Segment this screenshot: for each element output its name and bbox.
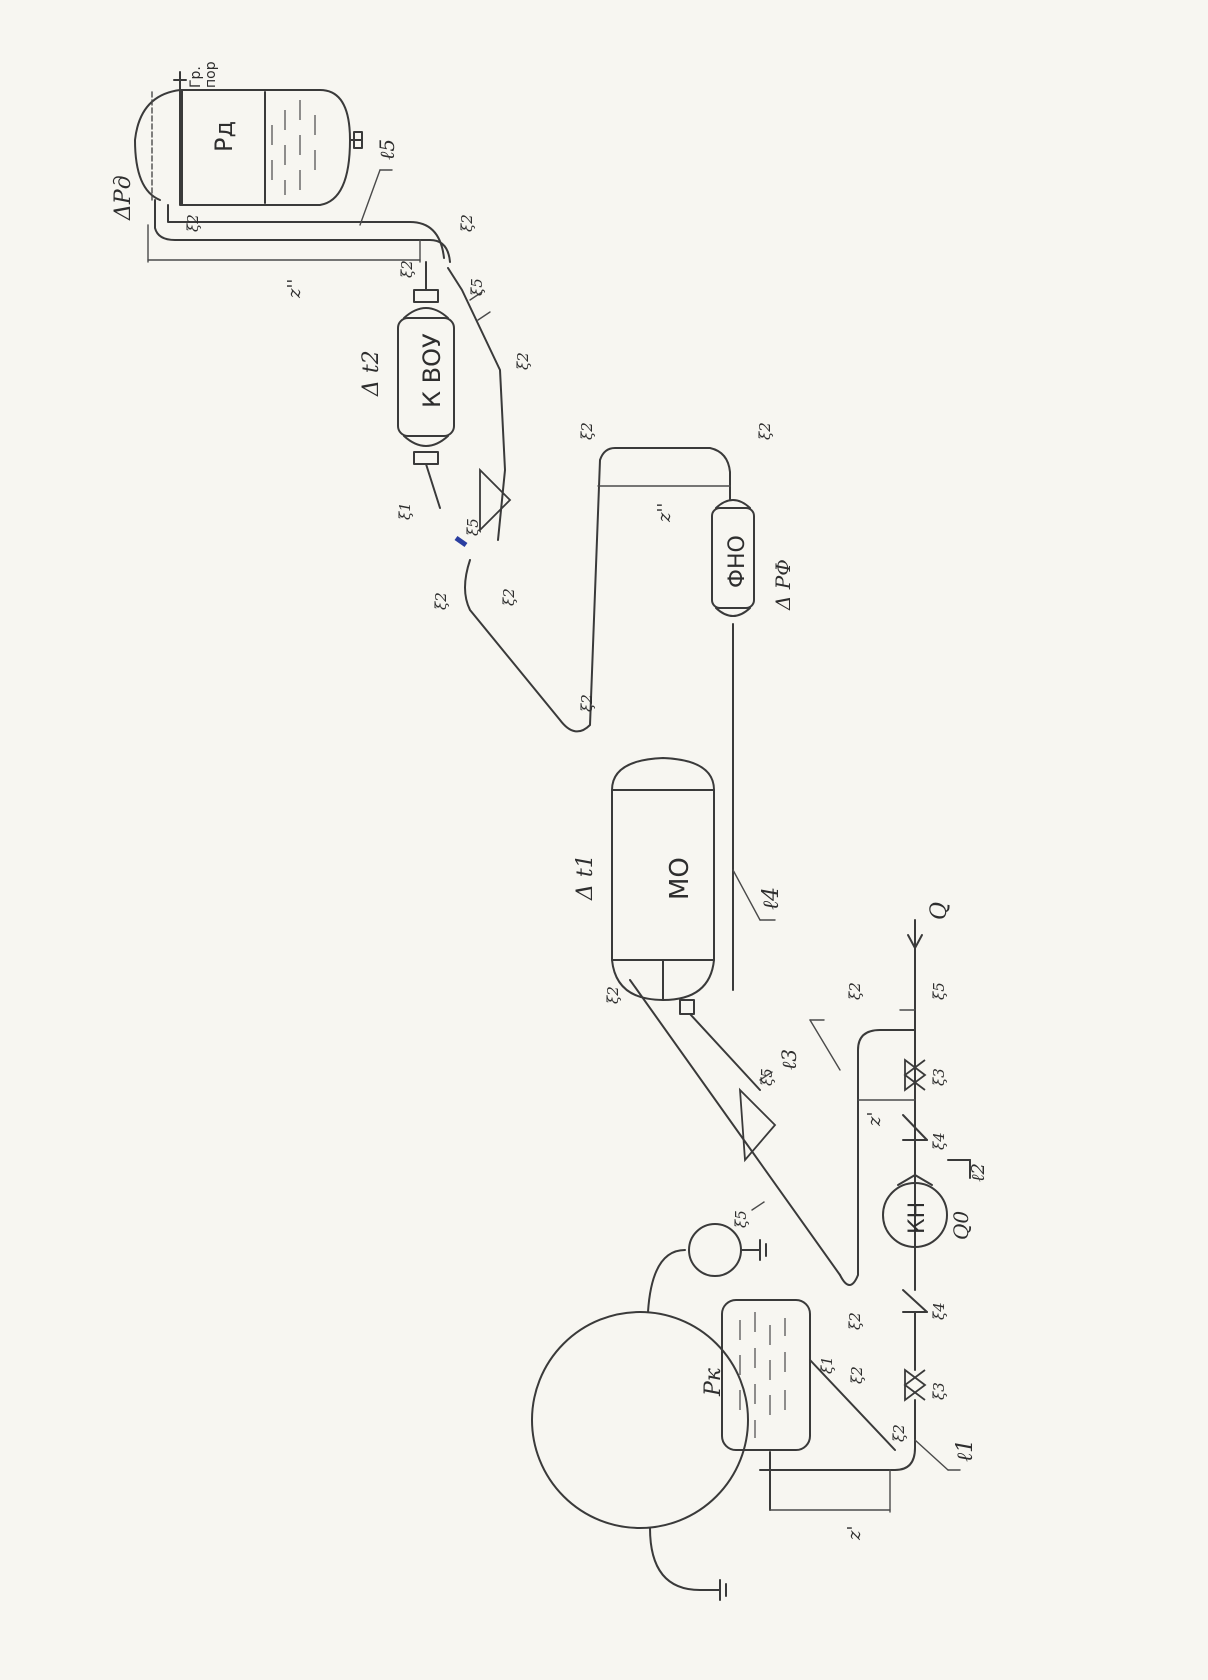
label-xi5-kvou-top: ξ5 — [468, 278, 486, 296]
label-kvou: К ВОУ — [418, 333, 446, 408]
heat-exchanger-kvou — [397, 261, 455, 509]
label-fno: ФНО — [725, 535, 750, 588]
label-xi2-top1: ξ2 — [184, 214, 202, 232]
label-z-mid: z'' — [654, 503, 675, 523]
label-delta-t2: Δ t2 — [359, 350, 384, 397]
label-l5: ℓ5 — [375, 139, 399, 160]
label-xi5-q: ξ5 — [930, 982, 948, 1000]
label-xi4-top: ξ4 — [930, 1132, 948, 1150]
label-q: Q — [927, 902, 952, 920]
label-l3: ℓ3 — [777, 1049, 801, 1070]
receiver-vessel-pd — [134, 71, 363, 206]
label-xi5-mo: ξ5 — [758, 1068, 776, 1086]
pipe-mo — [629, 979, 841, 1276]
label-kn: КН — [905, 1202, 930, 1234]
label-pk: Pк — [701, 1367, 726, 1397]
label-pd: Pд — [210, 121, 238, 152]
pipe-kvou-to-fno — [464, 447, 731, 733]
kvou-bypass — [447, 267, 512, 541]
label-l4: ℓ4 — [759, 887, 784, 910]
leader-l4 — [732, 869, 761, 921]
filter-fno — [711, 499, 755, 991]
label-xi2-pump-low: ξ2 — [846, 1312, 864, 1330]
label-xi2-bend: ξ2 — [578, 694, 596, 712]
tank-pk — [531, 1223, 896, 1601]
label-xi1-tank: ξ1 — [818, 1356, 836, 1374]
label-gr: Гр. — [188, 66, 204, 88]
pipe-l5 — [147, 169, 451, 263]
label-xi1-kvou: ξ1 — [396, 502, 414, 520]
label-xi2-fno-l: ξ2 — [578, 422, 596, 440]
label-z-bottom: z' — [844, 1526, 865, 1541]
label-delta-t1: Δ t1 — [573, 854, 598, 901]
label-xi2-kvou-topleft: ξ2 — [398, 260, 416, 278]
pump-circuit — [759, 919, 971, 1471]
label-xi2-kvou-low2: ξ2 — [500, 588, 518, 606]
label-xi3-low: ξ3 — [930, 1382, 948, 1400]
label-xi2-tank: ξ2 — [848, 1366, 866, 1384]
label-xi2-kvou-low: ξ2 — [432, 592, 450, 610]
label-z-low: z' — [864, 1112, 885, 1127]
label-q0: Q0 — [949, 1211, 973, 1240]
label-xi3-top: ξ3 — [930, 1068, 948, 1086]
label-delta-pf: Δ PФ — [771, 559, 795, 611]
label-l2: ℓ2 — [968, 1163, 989, 1182]
label-xi2-fno-r: ξ2 — [756, 422, 774, 440]
label-xi2-kvou-right: ξ2 — [514, 352, 532, 370]
label-xi4-low: ξ4 — [930, 1302, 948, 1320]
leader-l1 — [914, 1439, 949, 1471]
label-mo: МО — [665, 857, 695, 900]
label-l1: ℓ1 — [953, 1439, 978, 1462]
label-xi2-mo: ξ2 — [604, 986, 622, 1004]
marker-blue — [454, 535, 468, 548]
label-xi5-mo-low: ξ5 — [732, 1210, 750, 1228]
label-xi2-q: ξ2 — [846, 982, 864, 1000]
label-xi5-kvou: ξ5 — [464, 518, 482, 536]
label-por: пор — [203, 61, 219, 88]
label-z-top: z'' — [284, 279, 305, 299]
label-xi2-tank2: ξ2 — [890, 1424, 908, 1442]
label-delta-pd: ΔPд — [111, 175, 136, 221]
oil-cooler-mo — [611, 757, 715, 1015]
label-xi2-top2: ξ2 — [458, 214, 476, 232]
